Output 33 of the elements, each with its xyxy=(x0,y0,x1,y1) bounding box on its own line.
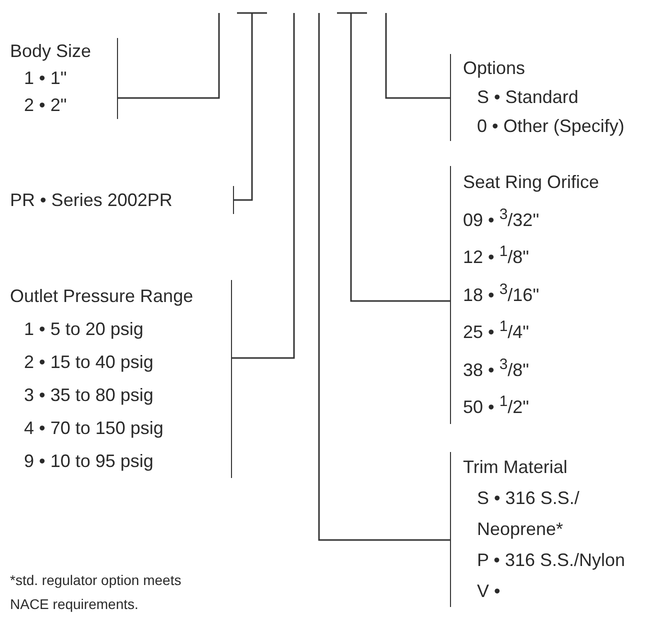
leader-line xyxy=(232,13,295,359)
code-option: 09 • $^{3}$/32" xyxy=(463,198,669,236)
group-heading: Outlet Pressure Range xyxy=(10,285,194,308)
group-heading: Trim Material xyxy=(463,456,568,479)
leader-line xyxy=(234,13,253,201)
code-option: 4 • 70 to 150 psig xyxy=(10,412,223,445)
code-option: V • xyxy=(463,576,669,607)
code-option: 3 • 35 to 80 psig xyxy=(10,379,223,412)
code-option: PR • Series 2002PR xyxy=(10,186,225,214)
code-option: 1 • 5 to 20 psig xyxy=(10,313,223,346)
code-group xyxy=(10,38,118,119)
code-option: P • 316 S.S./Nylon xyxy=(463,545,669,576)
leader-line xyxy=(350,13,450,302)
group-heading: Seat Ring Orifice xyxy=(463,171,600,194)
code-option: 50 • $^{1}$/2" xyxy=(463,386,669,424)
footnote: *std. regulator option meets NACE requirements. xyxy=(10,571,182,614)
code-option: 2 • 2" xyxy=(10,92,109,119)
code-option: 25 • $^{1}$/4" xyxy=(463,311,669,348)
code-option: 2 • 15 to 40 psig xyxy=(10,346,223,379)
leader-line xyxy=(118,13,220,99)
code-option: 12 • $^{1}$/8" xyxy=(463,236,669,274)
group-heading: Options xyxy=(463,57,526,80)
code-option: 18 • $^{3}$/16" xyxy=(463,274,669,311)
leader-line xyxy=(318,13,450,541)
code-option: 9 • 10 to 95 psig xyxy=(10,445,223,478)
leader-line xyxy=(385,13,450,99)
code-option: S • Standard xyxy=(463,83,669,112)
code-option: 0 • Other (Specify) xyxy=(463,112,669,141)
code-group xyxy=(10,280,232,478)
group-heading: Body Size xyxy=(10,40,92,63)
code-option: 1 • 1" xyxy=(10,65,109,92)
code-option: S • 316 S.S./ Neoprene* xyxy=(463,483,669,545)
code-option: 38 • $^{3}$/8" xyxy=(463,348,669,386)
